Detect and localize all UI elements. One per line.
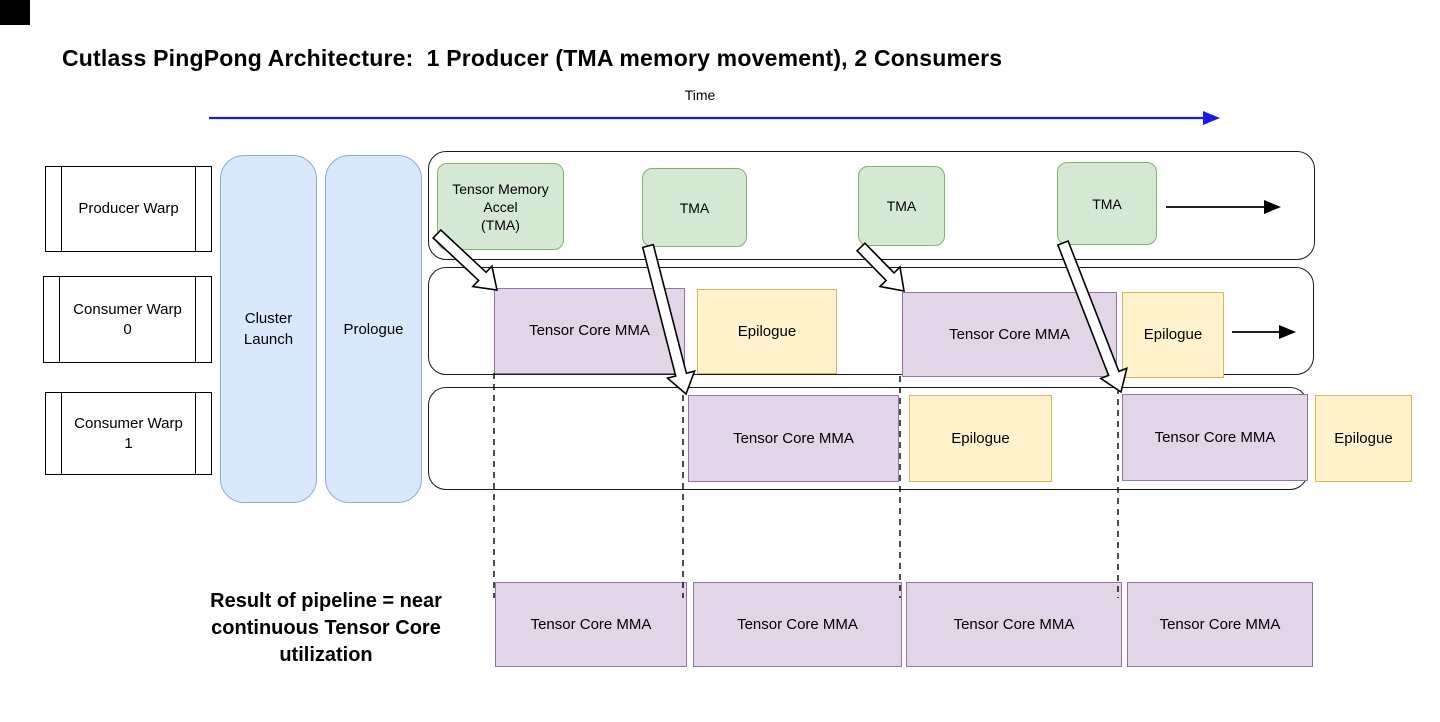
epilogue-block-label: Epilogue [1334, 429, 1393, 447]
divider [194, 167, 196, 251]
corner-mark [0, 0, 30, 25]
epilogue-block: Epilogue [697, 289, 837, 374]
epilogue-block-label: Epilogue [951, 429, 1010, 447]
producer-warp-box: Producer Warp [45, 166, 212, 252]
tma-block: TMA [1057, 162, 1157, 245]
mma-block: Tensor Core MMA [902, 292, 1117, 377]
mma-block-label: Tensor Core MMA [949, 325, 1070, 343]
result-mma-block: Tensor Core MMA [495, 582, 687, 667]
tma-block-label: TMA [679, 199, 710, 216]
consumer-warp-1-label: Consumer Warp 1 [74, 414, 183, 452]
consumer-warp-0-box: Consumer Warp 0 [43, 276, 212, 363]
consumer-warp-1-box: Consumer Warp 1 [45, 392, 212, 475]
result-caption: Result of pipeline = near continuous Ten… [210, 590, 442, 666]
tma-block: TMA [858, 166, 945, 246]
producer-warp-label: Producer Warp [78, 200, 179, 217]
mma-block: Tensor Core MMA [494, 288, 685, 374]
cluster-launch-label: Cluster Launch [243, 310, 294, 348]
mma-block-label: Tensor Core MMA [529, 322, 650, 339]
consumer-warp-0-label: Consumer Warp 0 [73, 300, 182, 338]
mma-block: Tensor Core MMA [688, 395, 899, 482]
result-mma-block: Tensor Core MMA [1127, 582, 1313, 667]
cluster-launch-stage: Cluster Launch [220, 155, 317, 503]
tma-block-label: TMA [886, 198, 917, 214]
result-mma-block: Tensor Core MMA [906, 582, 1122, 667]
time-arrow-icon [209, 111, 1220, 125]
prologue-label: Prologue [343, 320, 404, 338]
diagram-title: Cutlass PingPong Architecture: 1 Produce… [62, 45, 1003, 71]
result-mma-block: Tensor Core MMA [693, 582, 902, 667]
mma-block-label: Tensor Core MMA [1154, 428, 1276, 446]
time-axis-label: Time [684, 87, 716, 103]
epilogue-block: Epilogue [909, 395, 1052, 482]
result-mma-label: Tensor Core MMA [530, 615, 652, 633]
epilogue-block: Epilogue [1315, 395, 1412, 482]
prologue-stage: Prologue [325, 155, 422, 503]
epilogue-block: Epilogue [1122, 292, 1224, 378]
mma-block-label: Tensor Core MMA [733, 429, 854, 447]
divider [61, 167, 63, 251]
epilogue-block-label: Epilogue [737, 322, 797, 340]
divider [194, 393, 196, 474]
tma-block-label: TMA [1092, 195, 1122, 212]
divider [194, 277, 196, 362]
result-mma-label: Tensor Core MMA [953, 615, 1075, 633]
result-mma-label: Tensor Core MMA [1159, 615, 1281, 633]
tma-block: TMA [642, 168, 747, 247]
epilogue-block-label: Epilogue [1143, 326, 1203, 343]
result-mma-label: Tensor Core MMA [737, 615, 858, 633]
mma-block: Tensor Core MMA [1122, 394, 1308, 481]
divider [59, 277, 61, 362]
tma-block: Tensor Memory Accel (TMA) [437, 163, 564, 250]
divider [61, 393, 63, 474]
tma-block-label: Tensor Memory Accel (TMA) [452, 180, 549, 233]
